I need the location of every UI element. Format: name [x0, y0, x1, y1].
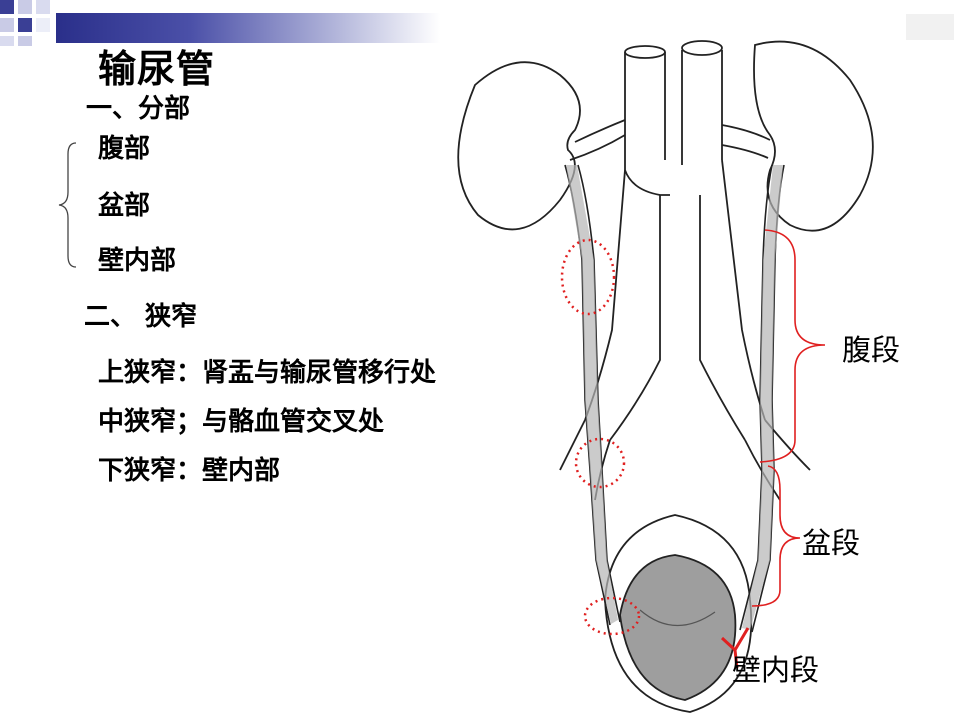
section2-item: 下狭窄：壁内部	[98, 456, 281, 486]
section1-heading: 一、分部	[86, 94, 191, 124]
curly-brace	[58, 142, 77, 268]
section1-item: 壁内部	[98, 246, 177, 276]
section1-item: 腹部	[98, 134, 151, 164]
label-abdominal-segment: 腹段	[842, 333, 901, 367]
section2-item: 上狭窄：肾盂与输尿管移行处	[98, 358, 437, 388]
corner-box	[906, 14, 954, 40]
section1-item: 盆部	[98, 191, 151, 221]
slide-title: 输尿管	[98, 47, 216, 91]
label-pelvic-segment: 盆段	[802, 526, 861, 560]
header-gradient-bar	[56, 13, 440, 43]
section2-item: 中狭窄；与骼血管交叉处	[98, 407, 385, 437]
urinary-tract-illustration	[457, 40, 874, 713]
section2-heading: 二、 狭窄	[84, 302, 198, 332]
label-intramural-segment: 壁内段	[732, 653, 820, 687]
header-decoration-squares	[0, 0, 50, 46]
